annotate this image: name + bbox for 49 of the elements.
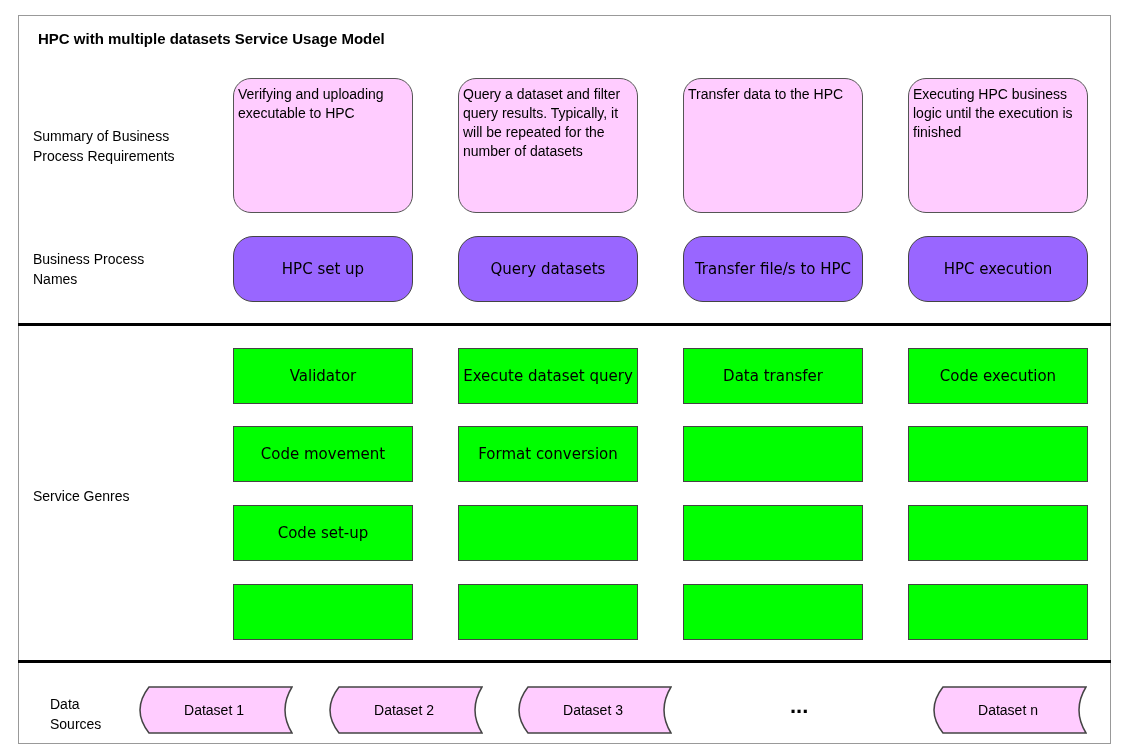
empty-service-box bbox=[458, 584, 638, 640]
row-label: Data Sources bbox=[50, 695, 103, 734]
service-box bbox=[908, 348, 1088, 404]
node-text: Query a dataset and filter query results. Typically, it will be repeated for the number of datasets bbox=[463, 85, 622, 161]
row-label: Service Genres bbox=[33, 487, 131, 506]
empty-service-box bbox=[908, 505, 1088, 561]
node-text: HPC set up bbox=[281, 260, 365, 278]
empty-service-box bbox=[233, 584, 413, 640]
node-text: HPC execution bbox=[943, 260, 1053, 278]
node-text: Dataset n bbox=[978, 702, 1038, 718]
ellipsis-text: ... bbox=[790, 696, 810, 716]
node-text: Dataset 3 bbox=[563, 702, 623, 718]
service-box bbox=[458, 426, 638, 482]
service-box bbox=[458, 348, 638, 404]
requirement-box bbox=[458, 78, 638, 213]
node-text: Code movement bbox=[260, 445, 386, 463]
node-text: Code set-up bbox=[277, 524, 369, 542]
node-text: Query datasets bbox=[490, 260, 606, 278]
empty-service-box bbox=[683, 505, 863, 561]
node-text: Data transfer bbox=[723, 367, 823, 385]
diagram-title: HPC with multiple datasets Service Usage Model bbox=[38, 30, 385, 47]
node-text: Verifying and uploading executable to HPC bbox=[238, 85, 385, 123]
node-text: Validator bbox=[289, 367, 357, 385]
requirement-box bbox=[683, 78, 863, 213]
node-text: Code execution bbox=[939, 367, 1057, 385]
row-label: Business Process Names bbox=[33, 250, 146, 289]
service-box bbox=[683, 348, 863, 404]
node-text: Executing HPC business logic until the execution is finished bbox=[913, 85, 1074, 142]
empty-service-box bbox=[683, 426, 863, 482]
empty-service-box bbox=[908, 584, 1088, 640]
service-box bbox=[233, 426, 413, 482]
service-box bbox=[233, 348, 413, 404]
empty-service-box bbox=[908, 426, 1088, 482]
node-text: Execute dataset query bbox=[463, 367, 633, 385]
node-text: Dataset 1 bbox=[184, 702, 244, 718]
node-text: Transfer file/s to HPC bbox=[694, 260, 852, 278]
node-text: Format conversion bbox=[478, 445, 618, 463]
node-text: Transfer data to the HPC bbox=[688, 85, 844, 104]
requirement-box bbox=[908, 78, 1088, 213]
node-text: Dataset 2 bbox=[374, 702, 434, 718]
process-box bbox=[233, 236, 413, 302]
empty-service-box bbox=[458, 505, 638, 561]
service-box bbox=[233, 505, 413, 561]
requirement-box bbox=[233, 78, 413, 213]
process-box bbox=[683, 236, 863, 302]
empty-service-box bbox=[683, 584, 863, 640]
process-box bbox=[908, 236, 1088, 302]
process-box bbox=[458, 236, 638, 302]
row-label: Summary of Business Process Requirements bbox=[33, 127, 176, 166]
